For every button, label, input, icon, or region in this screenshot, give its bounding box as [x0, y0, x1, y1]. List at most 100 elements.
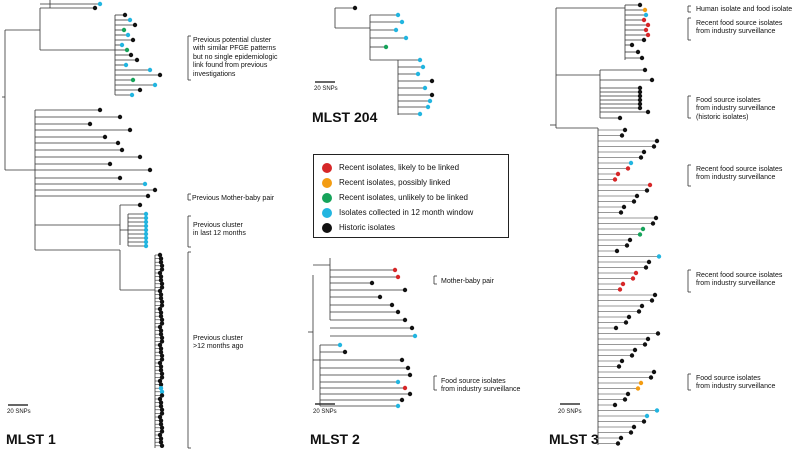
isolate-tip	[157, 342, 163, 348]
isolate-tip	[619, 133, 625, 138]
isolate-tip	[159, 339, 165, 344]
isolate-tip	[147, 167, 153, 173]
isolate-tip	[631, 424, 637, 430]
isolate-tip	[152, 187, 158, 193]
isolate-tip	[639, 303, 645, 309]
isolate-tip	[159, 281, 165, 286]
isolate-tip	[648, 375, 654, 380]
isolate-tip	[615, 171, 621, 177]
isolate-tip	[158, 332, 164, 337]
isolate-tip	[157, 324, 163, 330]
isolate-tip	[130, 37, 136, 43]
isolate-tip	[159, 429, 165, 434]
isolate-tip	[117, 114, 123, 120]
isolate-tip	[656, 254, 662, 259]
panel-title-mlst3: MLST 3	[549, 431, 599, 447]
isolate-tip	[395, 403, 401, 409]
legend-item: Isolates collected in 12 month window	[322, 205, 500, 220]
isolate-tip	[158, 400, 164, 405]
isolate-tip	[147, 67, 153, 73]
isolate-tip	[637, 2, 643, 8]
isolate-tip	[628, 430, 634, 435]
isolate-tip	[654, 408, 660, 413]
isolate-tip	[119, 42, 125, 48]
isolate-tip	[137, 87, 143, 93]
isolate-tip	[159, 393, 165, 398]
isolate-tip	[395, 309, 401, 315]
isolate-tip	[631, 199, 637, 204]
isolate-tip	[342, 349, 348, 355]
isolate-tip	[641, 419, 647, 424]
isolate-tip	[637, 89, 643, 95]
isolate-tip	[425, 104, 431, 110]
isolate-tip	[159, 285, 165, 290]
isolate-tip	[641, 149, 647, 155]
isolate-tip	[143, 211, 149, 217]
isolate-tip	[92, 5, 98, 11]
isolate-tip	[115, 140, 121, 146]
isolate-tip	[617, 115, 623, 121]
annotation-mlst3-historic-food: Food source isolates from industry surve…	[696, 97, 776, 121]
isolate-tip	[159, 335, 165, 340]
isolate-tip	[402, 385, 408, 391]
isolate-tip	[159, 353, 165, 358]
isolate-tip	[653, 215, 659, 221]
isolate-tip	[157, 378, 163, 384]
isolate-tip	[369, 280, 375, 286]
isolate-tip	[632, 347, 638, 353]
isolate-tip	[616, 364, 622, 369]
isolate-tip	[157, 306, 163, 312]
isolate-tip	[635, 386, 641, 391]
legend-item: Historic isolates	[322, 220, 500, 235]
isolate-tip	[158, 418, 164, 423]
isolate-tip	[614, 248, 620, 254]
isolate-tip	[415, 71, 421, 77]
isolate-tip	[633, 270, 639, 276]
isolate-tip	[121, 27, 127, 33]
isolate-tip	[158, 328, 164, 333]
isolate-tip	[645, 32, 651, 38]
isolate-tip	[97, 1, 103, 7]
isolate-tip	[637, 97, 643, 103]
isolate-tip	[158, 260, 164, 265]
isolate-tip	[641, 37, 647, 43]
isolate-tip	[618, 210, 624, 215]
isolate-tip	[417, 111, 423, 117]
isolate-tip	[612, 402, 618, 408]
isolate-tip	[429, 78, 435, 84]
isolate-tip	[157, 270, 163, 276]
isolate-tip	[143, 235, 149, 241]
isolate-tip	[622, 127, 628, 133]
isolate-tip	[145, 193, 151, 199]
annotation-mlst1-over-12-months: Previous cluster >12 months ago	[193, 335, 244, 351]
isolate-tip	[159, 375, 165, 380]
isolate-tip	[620, 281, 626, 287]
isolate-tip	[637, 101, 643, 107]
isolate-tip	[634, 193, 640, 199]
isolate-tip	[649, 77, 655, 83]
isolate-tip	[420, 64, 426, 70]
isolate-tip	[143, 219, 149, 225]
isolate-tip	[654, 138, 660, 144]
isolate-tip	[102, 134, 108, 140]
isolate-tip	[638, 155, 644, 160]
isolate-tip	[132, 22, 138, 28]
isolate-tip	[159, 411, 165, 416]
isolate-tip	[393, 27, 399, 33]
isolate-tip	[159, 443, 165, 448]
isolate-tip	[127, 17, 133, 23]
annotation-mlst1-mother-baby: Previous Mother-baby pair	[192, 195, 275, 202]
isolate-tip	[143, 239, 149, 245]
isolate-tip	[383, 44, 389, 50]
isolate-tip	[125, 32, 131, 38]
isolate-tip	[651, 144, 657, 149]
isolate-tip	[157, 360, 163, 366]
isolate-tip	[649, 298, 655, 303]
isolate-tip	[377, 294, 383, 300]
isolate-tip	[641, 17, 647, 23]
isolate-tip	[128, 52, 134, 58]
isolate-tip	[399, 397, 405, 403]
isolate-tip	[117, 175, 123, 181]
isolate-tip	[122, 12, 128, 18]
isolate-tip	[412, 333, 418, 339]
